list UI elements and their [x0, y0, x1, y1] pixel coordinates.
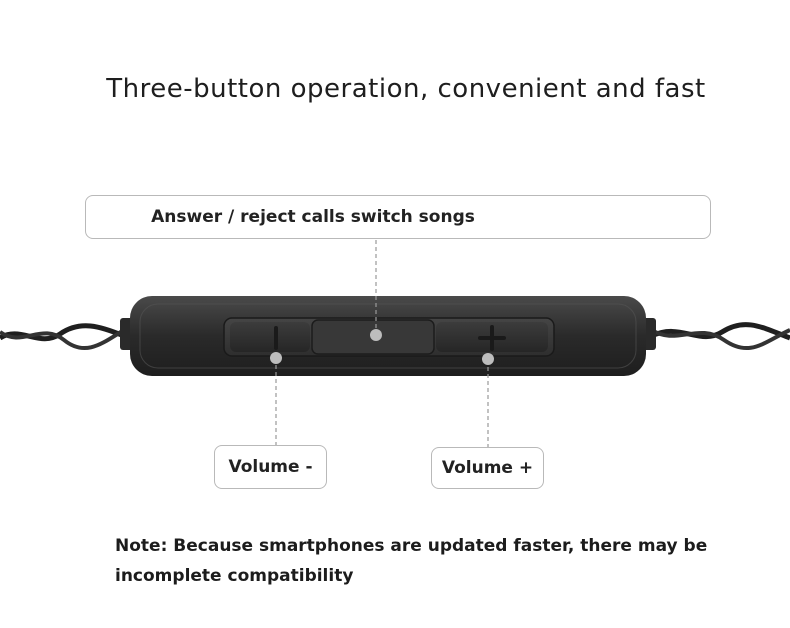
volume-plus-button[interactable] [436, 322, 548, 352]
volume-minus-label-text: Volume - [228, 457, 313, 477]
right-cable [650, 322, 790, 351]
left-cable [0, 323, 126, 351]
volume-plus-label: Volume + [431, 447, 544, 489]
volume-minus-label: Volume - [214, 445, 327, 489]
center-button-label: Answer / reject calls switch songs [85, 195, 711, 239]
plus-marker-dot [482, 353, 494, 365]
volume-minus-button[interactable] [230, 322, 310, 352]
note-line-2: incomplete compatibility [115, 566, 354, 586]
volume-plus-label-text: Volume + [441, 458, 534, 478]
page-title: Three-button operation, convenient and f… [106, 74, 706, 104]
note-line-1: Note: Because smartphones are updated fa… [115, 536, 708, 556]
plus-icon [478, 325, 506, 351]
minus-marker-dot [270, 352, 282, 364]
compatibility-note: Note: Because smartphones are updated fa… [115, 531, 755, 591]
center-dot-icon [370, 329, 382, 341]
center-button-label-text: Answer / reject calls switch songs [151, 207, 475, 227]
vertical-bar-icon [274, 326, 278, 350]
